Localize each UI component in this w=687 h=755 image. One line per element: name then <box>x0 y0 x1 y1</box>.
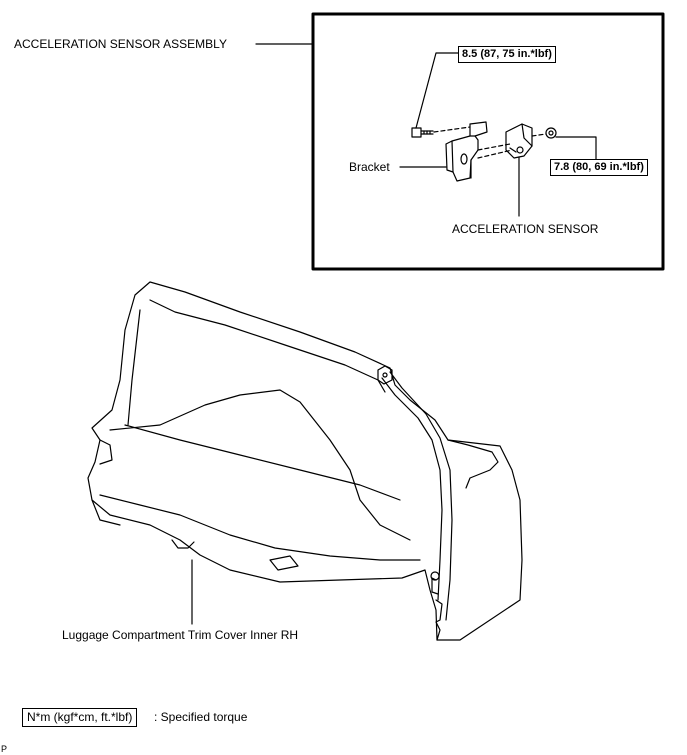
legend-torque-unit: N*m (kgf*cm, ft.*lbf) <box>22 708 138 727</box>
inset-frame <box>311 12 665 271</box>
nut-icon <box>545 127 557 139</box>
bracket-label: Bracket <box>349 160 390 174</box>
corner-mark: P <box>1 744 8 754</box>
bracket-icon <box>445 121 488 182</box>
sensor-label: ACCELERATION SENSOR <box>452 222 599 236</box>
nut-torque-leader <box>555 136 597 160</box>
assembly-label: ACCELERATION SENSOR ASSEMBLY <box>14 37 227 51</box>
bolt-torque-spec: 8.5 (87, 75 in.*lbf) <box>458 46 556 63</box>
bolt-icon <box>411 127 434 138</box>
trim-cover-label: Luggage Compartment Trim Cover Inner RH <box>62 628 299 642</box>
bolt-torque-leader <box>415 52 459 129</box>
nut-torque-spec: 7.8 (80, 69 in.*lbf) <box>550 159 648 176</box>
trim-cover-panel <box>87 281 523 641</box>
acceleration-sensor-icon <box>505 123 533 159</box>
legend-description: : Specified torque <box>154 710 248 724</box>
